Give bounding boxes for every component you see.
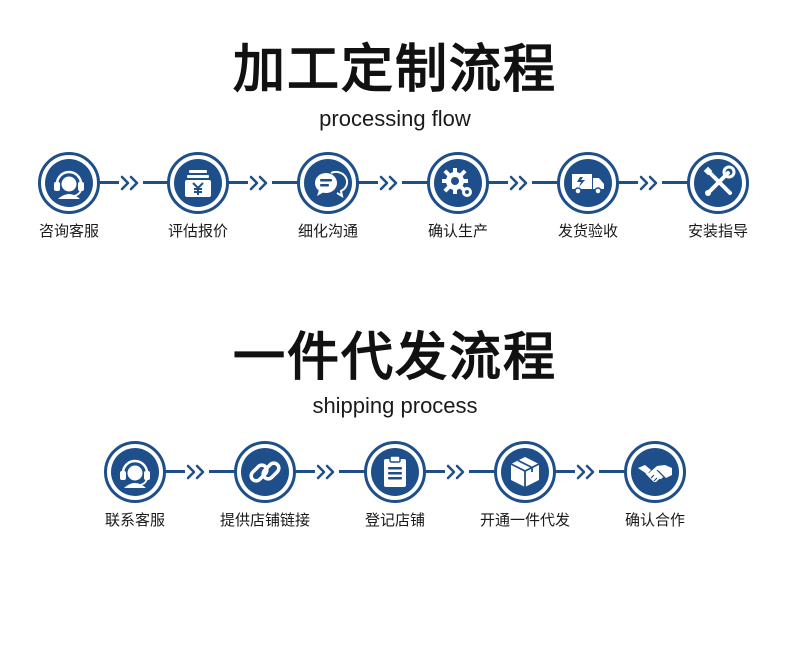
step-circle [297, 152, 359, 214]
double-arrow-icon [248, 173, 272, 193]
step-label: 确认生产 [427, 222, 488, 240]
step-circle [427, 152, 489, 214]
step-circle [624, 441, 686, 503]
step-circle [234, 441, 296, 503]
custom-process-flow: 咨询客服 评估报价 [0, 152, 790, 252]
clipboard-icon [384, 455, 406, 487]
step-label: 确认合作 [624, 511, 685, 529]
step-circle [38, 152, 100, 214]
step-label: 提供店铺链接 [219, 511, 310, 529]
customer-service-icon [54, 170, 84, 199]
dropship-process-title: 一件代发流程 [232, 328, 557, 388]
double-arrow-icon [638, 173, 662, 193]
custom-process-title: 加工定制流程 [232, 40, 557, 100]
step-circle [167, 152, 229, 214]
step-label: 咨询客服 [38, 222, 99, 240]
double-arrow-icon [508, 173, 532, 193]
step-label: 联系客服 [104, 511, 165, 529]
step-circle [557, 152, 619, 214]
tools-icon [703, 165, 736, 196]
dropship-process-flow: 联系客服 提供店铺链接 [0, 441, 790, 541]
package-icon [510, 457, 540, 487]
step-label: 登记店铺 [364, 511, 425, 529]
chat-icon [315, 170, 349, 199]
step-label: 开通一件代发 [479, 511, 570, 529]
step-label: 评估报价 [167, 222, 228, 240]
dropship-process-subtitle: shipping process [312, 393, 478, 418]
delivery-truck-icon [572, 174, 604, 195]
link-icon [249, 461, 281, 483]
custom-process-section: 加工定制流程 processing flow [0, 0, 790, 260]
quotation-icon [185, 170, 211, 197]
customer-service-icon [120, 459, 150, 488]
step-label: 细化沟通 [297, 222, 358, 240]
step-label: 发货验收 [557, 222, 618, 240]
step-circle [494, 441, 556, 503]
double-arrow-icon [119, 173, 143, 193]
step-label: 安装指导 [687, 222, 748, 240]
step-circle [104, 441, 166, 503]
step-circle [364, 441, 426, 503]
double-arrow-icon [575, 462, 599, 482]
handshake-icon [638, 465, 672, 484]
double-arrow-icon [445, 462, 469, 482]
double-arrow-icon [315, 462, 339, 482]
gear-icon [442, 168, 472, 197]
dropship-process-section: 一件代发流程 shipping process [0, 300, 790, 560]
custom-process-subtitle: processing flow [319, 106, 471, 131]
step-circle [687, 152, 749, 214]
double-arrow-icon [185, 462, 209, 482]
double-arrow-icon [378, 173, 402, 193]
